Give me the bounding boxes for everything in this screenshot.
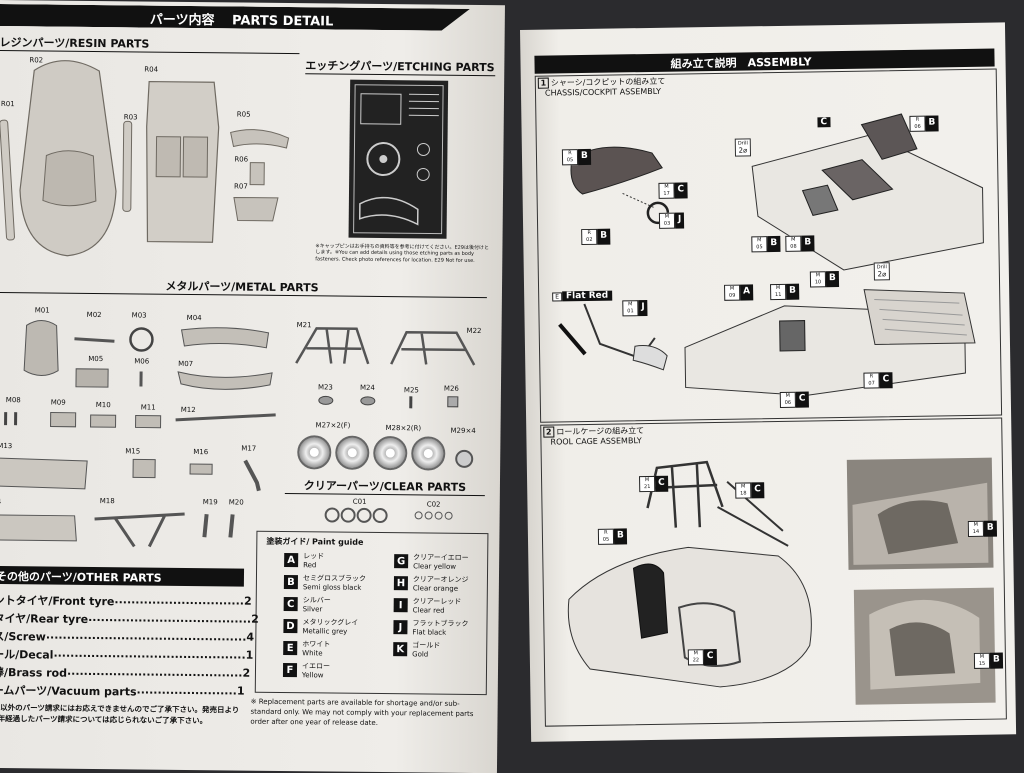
clear-lens-c01-2 (340, 507, 356, 523)
other-item-screw: ス/Screw.................................… (0, 628, 255, 644)
clear-label-c02: C02 (426, 500, 441, 509)
clear-lens-c01-1 (324, 507, 340, 523)
clear-lens-c02-4 (444, 511, 453, 520)
resin-chassis-tub (146, 80, 220, 243)
resin-parts-illustration (0, 60, 290, 257)
flat-red-badge: E Flat Red (552, 290, 613, 302)
footnote-english: ※ Replacement parts are available for sh… (250, 697, 474, 727)
wheel-m27-b (335, 435, 370, 470)
clear-parts-header: クリアーパーツ/CLEAR PARTS (284, 477, 486, 497)
body-with-cage (567, 546, 812, 688)
clear-lens-c02-2 (424, 511, 433, 520)
other-item-rear-tyre: タイヤ/Rear tyre...........................… (0, 610, 259, 626)
flat-red-e: E (552, 291, 563, 302)
step2-illustration (567, 457, 996, 705)
clear-lens-c01-3 (356, 507, 372, 523)
etching-parts-header: エッチングパーツ/ETCHING PARTS (305, 57, 496, 77)
clear-lens-c02-1 (414, 511, 423, 520)
paint-guide-title: 塗装ガイド/ Paint guide (266, 536, 364, 547)
wheel-m28-a (373, 435, 408, 471)
other-item-decal: ール/Decal................................… (0, 646, 254, 662)
flag-c-1: C (817, 117, 831, 128)
step1-number: 1 (537, 77, 549, 89)
flat-red-label: Flat Red (561, 290, 613, 302)
wheel-m29 (455, 449, 474, 468)
footnote-japanese: 品以外のパーツ請求にはお応えできませんのでご了承下さい。発売日より1年経過したパ… (0, 702, 240, 726)
clear-lens-c01-4 (372, 507, 388, 524)
step2-number: 2 (543, 426, 555, 438)
clear-label-c01: C01 (352, 497, 367, 506)
other-item-front-tyre: ントタイヤ/Front tyre........................… (0, 593, 252, 609)
other-item-vacuum-parts: ームパーツ/Vacuum parts......................… (0, 683, 245, 699)
wheel-m28-b (411, 436, 446, 471)
etching-note: ※キャップピンはお手持ちの資料等を参考に付けてください。E29は後付けとします。… (315, 243, 490, 264)
assembly-title: 組み立て説明 ASSEMBLY (670, 55, 812, 71)
clear-lens-c02-3 (434, 511, 443, 520)
etching-fret (348, 79, 449, 239)
step1-illustration (558, 113, 984, 397)
right-page-assembly: 組み立て説明 ASSEMBLY 1 シャーシ/コクピットの組み立て CHASSI… (520, 22, 1017, 742)
step2-title-en: ROOL CAGE ASSEMBLY (550, 436, 642, 447)
step1-title-en: CHASSIS/COCKPIT ASSEMBLY (544, 86, 662, 98)
metal-parts-header: メタルパーツ/METAL PARTS (0, 275, 488, 299)
dashboard-part (570, 146, 663, 195)
wheel-m27-a (297, 435, 332, 470)
other-item-brass-rod: 棒/Brass rod.............................… (0, 664, 251, 680)
other-parts-header: その他のパーツ/OTHER PARTS (0, 569, 162, 585)
left-page-parts-detail: パーツ内容 PARTS DETAIL レジンパーツ/RESIN PARTS R0… (0, 0, 505, 773)
parts-detail-title: パーツ内容 PARTS DETAIL (149, 12, 334, 30)
metal-parts-illustration (0, 319, 476, 548)
